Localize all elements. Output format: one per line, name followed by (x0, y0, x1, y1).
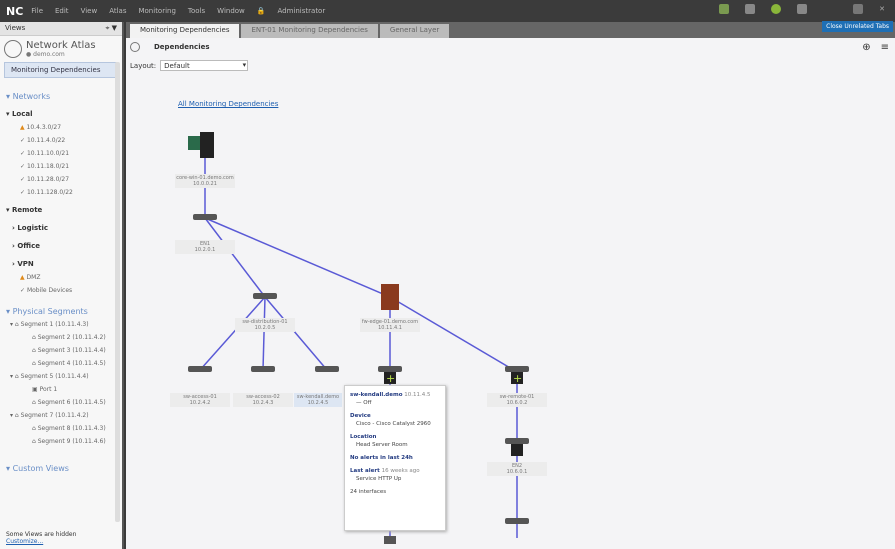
network-item[interactable]: ▲ DMZ (20, 274, 41, 281)
server-node (188, 132, 214, 158)
menu-atlas[interactable]: Atlas (109, 7, 127, 15)
customize-link[interactable]: Customize... (6, 538, 44, 545)
close-icon[interactable]: ✕ (879, 5, 885, 13)
footer-note: Some Views are hidden (6, 531, 77, 538)
svg-text:+: + (513, 372, 522, 385)
monitoring-dependencies-button[interactable]: Monitoring Dependencies (4, 62, 118, 78)
add-icon[interactable]: ⊕ (862, 42, 871, 53)
menu-view[interactable]: View (80, 7, 98, 15)
clipboard-icon[interactable] (745, 4, 756, 14)
close-unrelated-tabs-tooltip: Close Unrelated Tabs (822, 21, 893, 32)
plus-badge (384, 372, 396, 384)
menu-window[interactable]: Window (217, 7, 245, 15)
firewall-node (381, 284, 399, 310)
page-title: Dependencies (154, 43, 210, 51)
plus-badge (511, 444, 523, 456)
network-item[interactable]: ▲ 10.4.3.0/27 (20, 124, 62, 131)
tab-bar: Monitoring Dependencies ENT-01 Monitorin… (126, 22, 895, 38)
app-logo: NC (6, 4, 24, 18)
menu-icon[interactable]: ≡ (880, 42, 889, 53)
atlas-subtitle: ● demo.com (26, 51, 65, 58)
atlas-title: Network Atlas (26, 40, 96, 51)
plus-badge (511, 372, 523, 384)
menu-file[interactable]: File (31, 7, 43, 15)
warning-icon: ▲ (20, 274, 25, 281)
sidebar-scrollbar[interactable] (115, 62, 120, 522)
warning-icon: ▲ (20, 124, 25, 131)
pin-icon[interactable]: ⌖ ▼ (105, 24, 117, 32)
title-bar: NC File Edit View Atlas Monitoring Tools… (0, 0, 895, 22)
menu-monitoring[interactable]: Monitoring (138, 7, 176, 15)
network-item[interactable]: ✓ 10.11.28.0/27 (20, 176, 70, 183)
back-button[interactable] (130, 42, 140, 52)
status-icon[interactable] (771, 4, 782, 14)
logistic-group[interactable]: › Logistic (12, 224, 49, 232)
views-sidebar: Views ⌖ ▼ Network Atlas● demo.com Monitor… (0, 22, 124, 549)
physical-segments-section[interactable]: ▾ Physical Segments (6, 307, 88, 316)
link (204, 217, 266, 298)
map-title-link[interactable]: All Monitoring Dependencies (178, 100, 279, 108)
segment-item[interactable]: ⌂ Segment 6 (10.11.4.5) (32, 399, 106, 406)
segment-item[interactable]: ⌂ Segment 2 (10.11.4.2) (32, 334, 106, 341)
dependency-map[interactable]: + + (126, 38, 895, 549)
network-item[interactable]: ✓ Mobile Devices (20, 287, 73, 294)
views-header: Views (5, 24, 26, 32)
segment-item[interactable]: ⌂ Segment 4 (10.11.4.5) (32, 360, 106, 367)
segment-item[interactable]: ▾ ⌂ Segment 7 (10.11.4.2) (10, 412, 89, 419)
menu-tools[interactable]: Tools (187, 7, 206, 15)
office-group[interactable]: › Office (12, 242, 40, 250)
segment-item[interactable]: ⌂ Segment 9 (10.11.4.6) (32, 438, 106, 445)
segment-item[interactable]: ▾ ⌂ Segment 5 (10.11.4.4) (10, 373, 89, 380)
svg-text:+: + (386, 372, 395, 385)
local-group[interactable]: ▾ Local (6, 110, 33, 118)
network-item[interactable]: ✓ 10.11.128.0/22 (20, 189, 73, 196)
networks-section[interactable]: ▾ Networks (6, 92, 51, 101)
tab-monitoring-dependencies[interactable]: Monitoring Dependencies (130, 24, 240, 38)
link (199, 296, 266, 371)
segment-item[interactable]: ▾ ⌂ Segment 1 (10.11.4.3) (10, 321, 89, 328)
tooltip-title: sw-kendall.demo (350, 392, 403, 398)
link (262, 296, 266, 371)
network-item[interactable]: ✓ 10.11.18.0/21 (20, 163, 70, 170)
link (204, 217, 391, 298)
segment-item[interactable]: ▣ Port 1 (32, 386, 58, 393)
network-item[interactable]: ✓ 10.11.4.0/22 (20, 137, 66, 144)
tab-ent-dependencies[interactable]: ENT-01 Monitoring Dependencies (241, 24, 378, 38)
notification-icon[interactable] (719, 4, 730, 14)
remote-group[interactable]: ▾ Remote (6, 206, 43, 214)
menu-edit[interactable]: Edit (55, 7, 69, 15)
switch-nodes (188, 214, 529, 544)
user-name[interactable]: Administrator (277, 7, 326, 15)
user-icon[interactable]: 🔒 (256, 7, 266, 15)
link (389, 296, 518, 373)
network-atlas[interactable]: Network Atlas● demo.com (0, 36, 122, 62)
segment-item[interactable]: ⌂ Segment 3 (10.11.4.4) (32, 347, 106, 354)
globe-icon (4, 40, 22, 58)
vpn-group[interactable]: › VPN (12, 260, 34, 268)
layout-select[interactable]: Default (160, 60, 249, 71)
segment-item[interactable]: ⌂ Segment 8 (10.11.4.3) (32, 425, 106, 432)
layout-label: Layout: (130, 61, 157, 70)
window-icon[interactable] (853, 4, 864, 14)
tab-general-layer[interactable]: General Layer (379, 24, 450, 38)
network-item[interactable]: ✓ 10.11.10.0/21 (20, 150, 70, 157)
calendar-icon[interactable] (797, 4, 808, 14)
map-view: + + Dependencies ⊕ ≡ Layout:Default All M… (126, 38, 895, 549)
link (264, 296, 328, 371)
custom-views-section[interactable]: ▾ Custom Views (6, 464, 69, 473)
